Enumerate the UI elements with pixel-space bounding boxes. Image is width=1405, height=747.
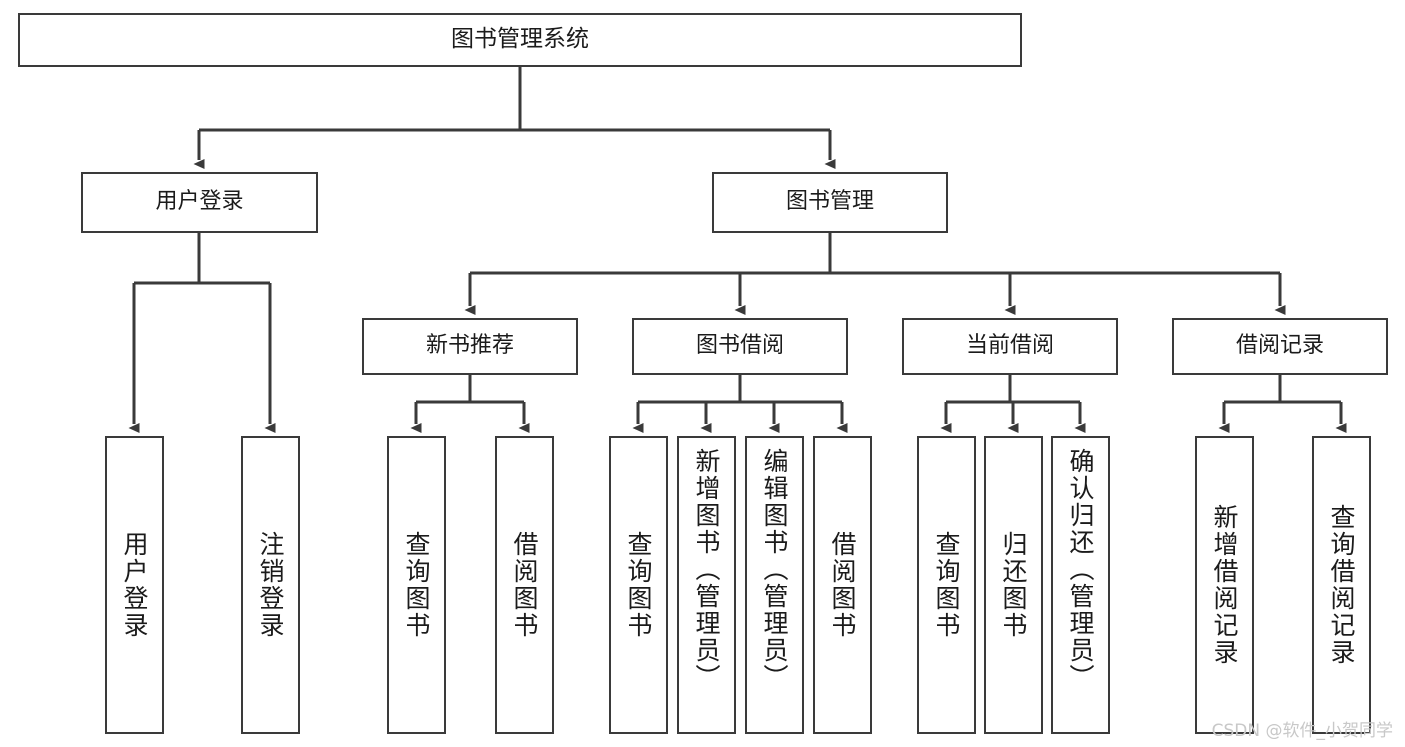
node-label: 查询图书 — [624, 531, 653, 639]
node-label: 当前借阅 — [965, 333, 1054, 359]
node-label: 新增借阅记录 — [1210, 504, 1239, 666]
node-root-system[interactable]: 图书管理系统 — [18, 13, 1022, 67]
leaf-book-borrow-borrow-book[interactable]: 借阅图书 — [813, 436, 872, 734]
leaf-current-borrow-confirm-return-admin[interactable]: 确认归还（管理员） — [1051, 436, 1110, 734]
leaf-new-book-query-book[interactable]: 查询图书 — [387, 436, 446, 734]
leaf-borrow-record-query-record[interactable]: 查询借阅记录 — [1312, 436, 1371, 734]
node-label: 归还图书 — [999, 531, 1028, 639]
node-label: 借阅记录 — [1235, 333, 1324, 359]
leaf-user-login-login[interactable]: 用户登录 — [105, 436, 164, 734]
node-new-book-recommend[interactable]: 新书推荐 — [362, 318, 578, 375]
node-label: 确认归还（管理员） — [1066, 448, 1095, 691]
node-label: 查询借阅记录 — [1327, 504, 1356, 666]
node-book-management[interactable]: 图书管理 — [712, 172, 948, 233]
watermark-text: CSDN @软件_小贺同学 — [1211, 721, 1393, 741]
node-user-login[interactable]: 用户登录 — [81, 172, 318, 233]
node-book-borrow[interactable]: 图书借阅 — [632, 318, 848, 375]
leaf-user-login-logout[interactable]: 注销登录 — [241, 436, 300, 734]
leaf-current-borrow-query-book[interactable]: 查询图书 — [917, 436, 976, 734]
node-label: 查询图书 — [932, 531, 961, 639]
node-label: 注销登录 — [256, 531, 285, 639]
node-label: 图书管理 — [785, 189, 874, 215]
node-label: 新增图书（管理员） — [692, 448, 721, 691]
leaf-book-borrow-query-book[interactable]: 查询图书 — [609, 436, 668, 734]
node-label: 编辑图书（管理员） — [760, 448, 789, 691]
node-label: 图书借阅 — [695, 333, 784, 359]
node-current-borrow[interactable]: 当前借阅 — [902, 318, 1118, 375]
leaf-book-borrow-edit-book-admin[interactable]: 编辑图书（管理员） — [745, 436, 804, 734]
node-label: 图书管理系统 — [451, 26, 589, 53]
node-label: 用户登录 — [155, 189, 244, 215]
node-label: 用户登录 — [120, 531, 149, 639]
node-label: 借阅图书 — [510, 531, 539, 639]
node-label: 查询图书 — [402, 531, 431, 639]
leaf-borrow-record-add-record[interactable]: 新增借阅记录 — [1195, 436, 1254, 734]
leaf-current-borrow-return-book[interactable]: 归还图书 — [984, 436, 1043, 734]
leaf-new-book-borrow-book[interactable]: 借阅图书 — [495, 436, 554, 734]
leaf-book-borrow-add-book-admin[interactable]: 新增图书（管理员） — [677, 436, 736, 734]
node-label: 借阅图书 — [828, 531, 857, 639]
node-label: 新书推荐 — [425, 333, 514, 359]
node-borrow-record[interactable]: 借阅记录 — [1172, 318, 1388, 375]
